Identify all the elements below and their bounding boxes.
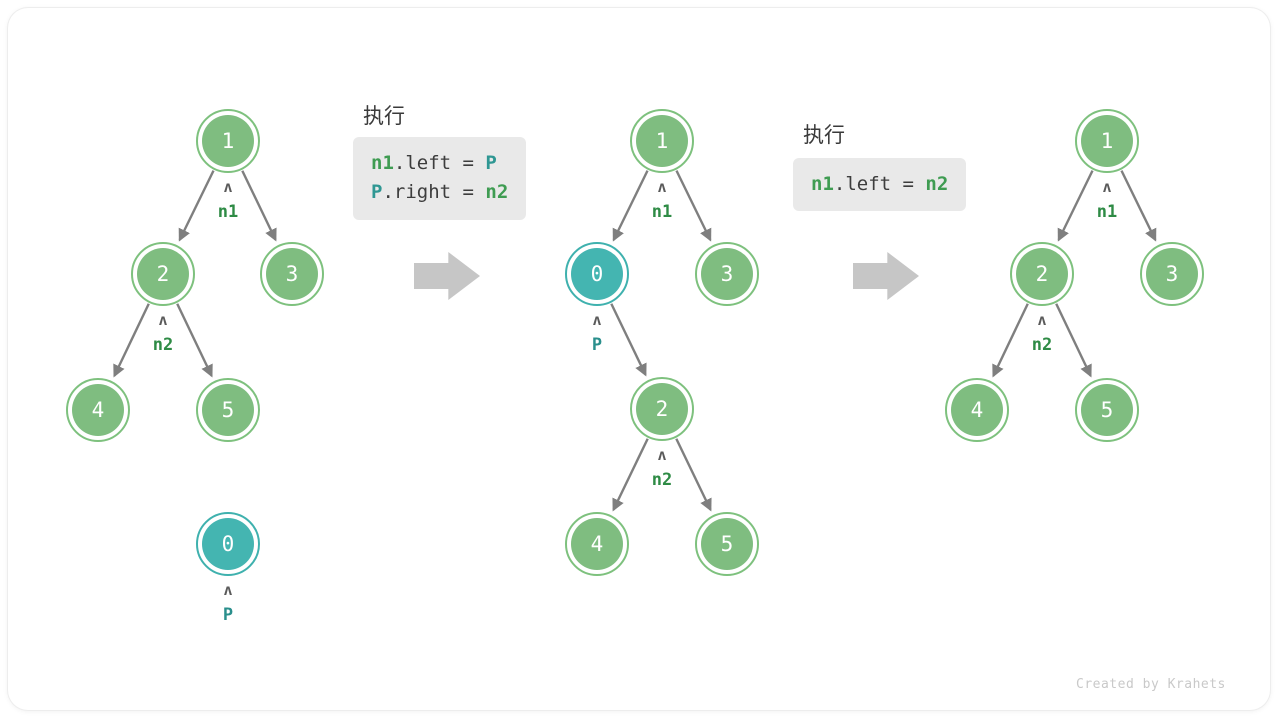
- node-value: 2: [636, 383, 688, 435]
- caret-icon: ʌ: [657, 178, 667, 196]
- step-2-node-5: 5: [695, 512, 759, 576]
- code-token: n2: [485, 181, 509, 204]
- step-3-node-1: 1: [1075, 109, 1139, 173]
- node-value: 0: [571, 248, 623, 300]
- caret-icon: ʌ: [592, 311, 602, 329]
- node-value: 4: [951, 384, 1003, 436]
- step-2-node-0: 0: [565, 242, 629, 306]
- code-token: .left =: [393, 152, 486, 174]
- pointer-label: n1: [1096, 202, 1118, 222]
- caret-icon: ʌ: [223, 581, 233, 599]
- step-3-node-5: 5: [1075, 378, 1139, 442]
- step-1-node-1: 1: [196, 109, 260, 173]
- step-2-node-3: 3: [695, 242, 759, 306]
- tree-edge: [612, 170, 649, 242]
- step-2-node-1: 1: [630, 109, 694, 173]
- step-3-code-block: n1.left = n2: [793, 158, 967, 212]
- node-value: 1: [1081, 115, 1133, 167]
- step-3-node-2: 2: [1010, 242, 1074, 306]
- step-1-node-0: 0: [196, 512, 260, 576]
- step-3-exec-title: 执行: [803, 123, 845, 147]
- node-value: 1: [202, 115, 254, 167]
- step-1-node-3: 3: [260, 242, 324, 306]
- step-2-node-4: 4: [565, 512, 629, 576]
- tree-edge: [113, 303, 150, 378]
- node-value: 4: [571, 518, 623, 570]
- step-3-pointer-n1: ʌ n1: [1067, 180, 1147, 221]
- node-value: 1: [636, 115, 688, 167]
- caret-icon: ʌ: [158, 311, 168, 329]
- node-value: 5: [701, 518, 753, 570]
- tree-edge: [675, 438, 712, 512]
- tree-edge: [610, 303, 647, 377]
- node-value: 5: [202, 384, 254, 436]
- pointer-label: P: [222, 605, 234, 625]
- step-2-exec-title: 执行: [363, 104, 405, 128]
- code-line: n1.left = P: [371, 149, 508, 178]
- tree-edge: [1057, 170, 1094, 242]
- code-token: P: [485, 152, 497, 174]
- pointer-label: n1: [651, 202, 673, 222]
- tree-edge: [241, 170, 277, 242]
- caret-icon: ʌ: [1037, 311, 1047, 329]
- step-2-pointer-n2: ʌ n2: [622, 448, 702, 489]
- pointer-label: n2: [651, 470, 673, 490]
- tree-edge: [992, 303, 1029, 378]
- tree-edge: [675, 170, 712, 242]
- pointer-label: P: [591, 335, 603, 355]
- tree-edge: [612, 438, 649, 512]
- code-token: n1: [811, 173, 834, 195]
- code-token: .left =: [833, 173, 926, 195]
- step-1-pointer-n2: ʌ n2: [123, 313, 203, 354]
- code-line: P.right = n2: [371, 178, 508, 207]
- code-token: .right =: [382, 181, 486, 204]
- tree-edge: [1055, 303, 1092, 378]
- step-1-pointer-n1: ʌ n1: [188, 180, 268, 221]
- step-3-node-4: 4: [945, 378, 1009, 442]
- node-value: 4: [72, 384, 124, 436]
- node-value: 0: [202, 518, 254, 570]
- node-value: 3: [266, 248, 318, 300]
- tree-edge: [178, 170, 215, 242]
- step-2-node-2: 2: [630, 377, 694, 441]
- tree-edge: [1120, 170, 1157, 242]
- node-value: 3: [701, 248, 753, 300]
- node-value: 2: [137, 248, 189, 300]
- pointer-label: n2: [1031, 335, 1053, 355]
- caret-icon: ʌ: [223, 178, 233, 196]
- code-line: n1.left = n2: [811, 170, 948, 199]
- code-token: n2: [925, 173, 949, 195]
- step-3-pointer-n2: ʌ n2: [1002, 313, 1082, 354]
- transition-arrow-2: [853, 252, 919, 300]
- transition-arrow-1: [414, 252, 480, 300]
- node-value: 3: [1146, 248, 1198, 300]
- step-2-pointer-n1: ʌ n1: [622, 180, 702, 221]
- credit-text: Created by Krahets: [1076, 677, 1226, 692]
- pointer-label: n1: [217, 202, 239, 222]
- code-token: P: [371, 181, 383, 204]
- pointer-label: n2: [152, 335, 174, 355]
- tree-edge: [176, 303, 213, 378]
- node-value: 5: [1081, 384, 1133, 436]
- code-token: n1: [371, 152, 394, 174]
- caret-icon: ʌ: [657, 446, 667, 464]
- step-1-node-5: 5: [196, 378, 260, 442]
- caret-icon: ʌ: [1102, 178, 1112, 196]
- step-3-node-3: 3: [1140, 242, 1204, 306]
- node-value: 2: [1016, 248, 1068, 300]
- step-1-node-4: 4: [66, 378, 130, 442]
- step-1-node-2: 2: [131, 242, 195, 306]
